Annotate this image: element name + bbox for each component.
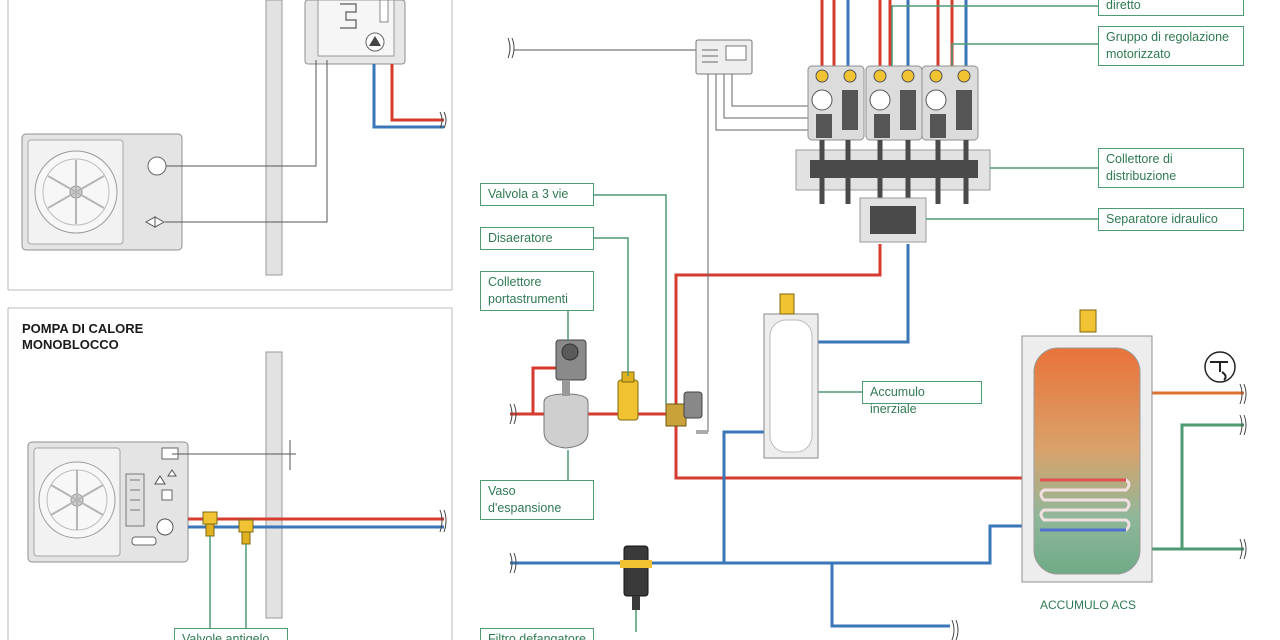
label-vaso-espansione: Vaso d'espansione bbox=[480, 480, 594, 520]
label-collettore-portastrumenti: Collettore portastrumenti bbox=[480, 271, 594, 311]
antifreeze-valve bbox=[238, 519, 254, 533]
label-accumulo-inerziale: Accumulo inerziale bbox=[862, 381, 982, 416]
regulation-groups bbox=[807, 65, 979, 141]
mud-filter bbox=[620, 545, 652, 610]
split-heat-pump-panel bbox=[7, 0, 453, 291]
label-valvola-3-vie: Valvola a 3 vie bbox=[480, 183, 594, 206]
label-filtro-defangatore: Filtro defangatore bbox=[480, 628, 594, 640]
expansion-vessel bbox=[543, 380, 589, 449]
label-gruppo-regolazione-motorizzato: Gruppo di regolazione motorizzato bbox=[1098, 26, 1244, 66]
label-disaeratore: Disaeratore bbox=[480, 227, 594, 250]
pipework bbox=[507, 0, 1247, 640]
distribution-manifold bbox=[795, 140, 991, 204]
label-valvole-antigelo: Valvole antigelo bbox=[174, 628, 288, 640]
wall bbox=[265, 0, 283, 276]
label-diretto: diretto bbox=[1098, 0, 1244, 16]
title-pompa-monoblocco: POMPA DI CALORE MONOBLOCCO bbox=[22, 321, 144, 352]
wall bbox=[265, 351, 283, 619]
three-way-valve bbox=[665, 391, 703, 427]
controller bbox=[695, 39, 818, 434]
monobloc-heat-pump-panel bbox=[7, 307, 453, 640]
antifreeze-valve bbox=[202, 511, 218, 525]
instrument-manifold bbox=[555, 339, 587, 381]
tap-icon bbox=[1204, 351, 1236, 383]
dhw-storage-tank bbox=[1021, 309, 1153, 583]
label-collettore-distribuzione: Collettore di distribuzione bbox=[1098, 148, 1244, 188]
label-separatore-idraulico: Separatore idraulico bbox=[1098, 208, 1244, 231]
title-accumulo-acs: ACCUMULO ACS bbox=[1040, 598, 1137, 612]
hydraulic-separator bbox=[859, 197, 927, 243]
deaerator bbox=[617, 371, 639, 421]
leader-lines bbox=[567, 5, 1098, 632]
buffer-tank bbox=[763, 293, 819, 459]
